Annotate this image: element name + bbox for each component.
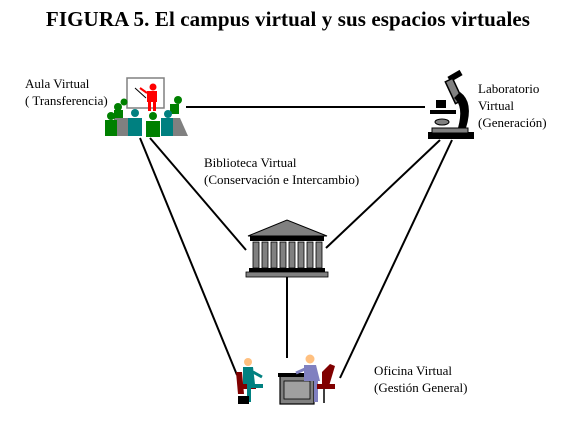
laboratorio-virtual-label: Laboratorio Virtual (Generación) bbox=[478, 80, 547, 131]
laboratorio-name-line2: Virtual bbox=[478, 98, 515, 113]
connector-lines bbox=[139, 106, 453, 379]
aula-virtual-subtitle: ( Transferencia) bbox=[25, 93, 108, 108]
oficina-subtitle: (Gestión General) bbox=[374, 380, 468, 395]
microscope-icon bbox=[428, 69, 474, 139]
oficina-name: Oficina Virtual bbox=[374, 363, 453, 378]
connector-laboratorio-biblioteca bbox=[325, 139, 441, 249]
biblioteca-subtitle: (Conservación e Intercambio) bbox=[204, 172, 360, 187]
biblioteca-virtual-label: Biblioteca Virtual (Conservación e Inter… bbox=[204, 154, 359, 188]
laboratorio-name-line1: Laboratorio bbox=[478, 81, 540, 96]
figure-title: FIGURA 5. El campus virtual y sus espaci… bbox=[45, 7, 531, 31]
oficina-virtual-label: Oficina Virtual (Gestión General) bbox=[374, 362, 468, 396]
classroom-icon bbox=[105, 77, 188, 137]
library-building-icon bbox=[245, 219, 329, 278]
connector-aula-oficina bbox=[139, 137, 238, 376]
connector-aula-biblioteca bbox=[149, 137, 247, 251]
office-meeting-icon bbox=[236, 354, 335, 405]
connector-laboratorio-oficina bbox=[339, 139, 453, 379]
aula-virtual-name: Aula Virtual bbox=[25, 76, 90, 91]
aula-virtual-label: Aula Virtual ( Transferencia) bbox=[25, 75, 108, 109]
biblioteca-name: Biblioteca Virtual bbox=[204, 155, 297, 170]
laboratorio-subtitle: (Generación) bbox=[478, 115, 547, 130]
